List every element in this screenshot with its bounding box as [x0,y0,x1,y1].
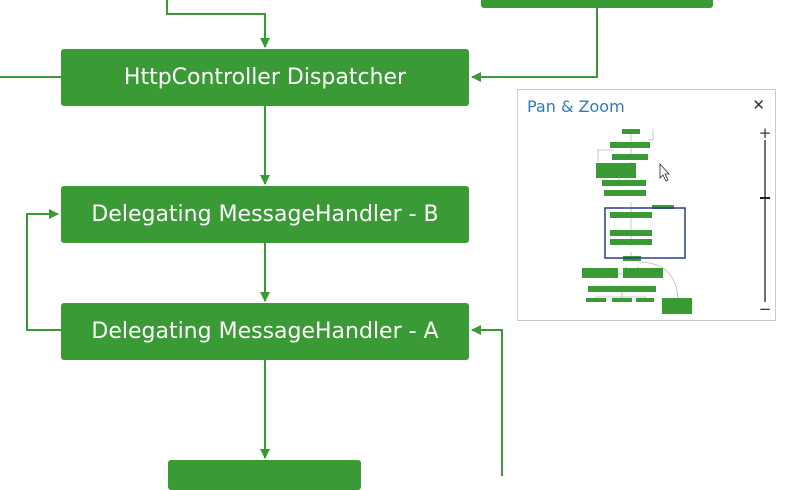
minimap-nodes [582,129,692,314]
edge-handler-a-loop-to-handler-b [26,209,61,331]
node-delegating-messagehandler-b[interactable]: Delegating MessageHandler - B [61,186,469,243]
minimap[interactable] [518,90,777,322]
edge-right-to-dispatcher [471,6,598,82]
close-icon[interactable]: ✕ [752,96,765,114]
mouse-cursor-icon [659,162,670,182]
node-httpcontroller-dispatcher[interactable]: HttpController Dispatcher [61,49,469,106]
zoom-in-button[interactable]: + [758,124,772,142]
minimap-viewport[interactable] [604,207,686,259]
zoom-out-button[interactable]: − [758,300,772,318]
edge-bottom-right-to-handler-a [471,325,503,476]
edge-top-to-dispatcher [166,0,270,48]
node-bottom[interactable] [168,460,361,490]
node-top-right[interactable] [481,0,713,8]
pan-zoom-panel: Pan & Zoom ✕ + − [517,89,776,321]
pan-zoom-title: Pan & Zoom [527,97,625,116]
diagram-canvas[interactable] [0,0,792,476]
node-delegating-messagehandler-a[interactable]: Delegating MessageHandler - A [61,303,469,360]
